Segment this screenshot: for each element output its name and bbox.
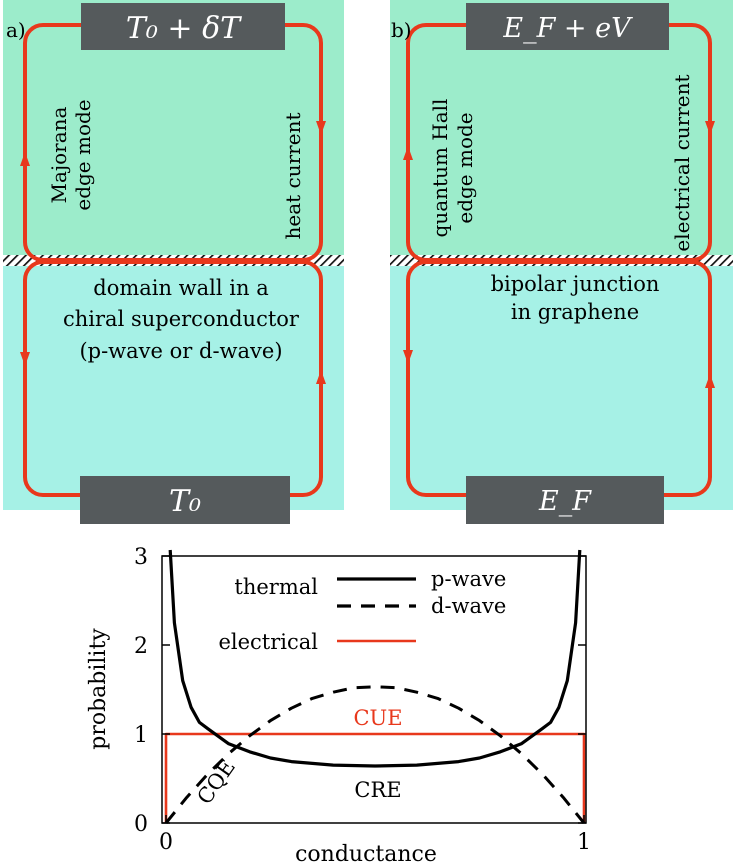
panel-a-junction-line3: (p-wave or d-wave) xyxy=(79,339,282,363)
panel-a-arrow-down-icon xyxy=(20,352,30,366)
y-axis-label: probability xyxy=(86,628,111,750)
panel-b-lower-region xyxy=(390,264,733,510)
panel-a-bottom-reservoir-label: T₀ xyxy=(169,484,201,519)
series-line-p-wave xyxy=(168,549,582,768)
panel-a-arrow-down-icon xyxy=(316,121,326,135)
panel-a-arrow-up-icon xyxy=(20,152,30,166)
panel-b-arrow-up-icon xyxy=(705,374,715,388)
panel-b-arrow-down-icon xyxy=(403,350,413,364)
panel-b-current-label: electrical current xyxy=(670,74,694,251)
y-tick-label: 0 xyxy=(134,812,148,837)
panel-a-current-label: heat current xyxy=(281,113,305,240)
y-tick-label: 2 xyxy=(134,634,148,659)
annotation-cre: CRE xyxy=(354,778,401,802)
y-tick-label: 1 xyxy=(134,723,148,748)
x-tick-label: 0 xyxy=(159,830,173,855)
panel-b-top-reservoir-label: E_F + eV xyxy=(502,13,633,44)
legend-d-wave-label: d-wave xyxy=(431,594,506,618)
panel-a-bottom-reservoir xyxy=(80,476,290,524)
panel-b-arrow-down-icon xyxy=(705,121,715,135)
panel-b-mode-label-line1: quantum Hall xyxy=(428,99,452,238)
panel-a-top-reservoir-label: T₀ + δT xyxy=(126,11,242,46)
annotation-cue: CUE xyxy=(353,706,402,730)
x-axis-label: conductance xyxy=(295,842,437,865)
chart-ticks: 0 1 2 3 0 1 xyxy=(134,545,591,855)
panel-b: E_F + eV E_F b) quantum Hall edge mode e… xyxy=(390,0,733,524)
panel-a-mode-label-line1: Majorana xyxy=(47,106,71,203)
panel-b-arrow-up-icon xyxy=(403,146,413,160)
panel-a-label: a) xyxy=(6,18,26,42)
legend-p-wave-label: p-wave xyxy=(431,567,506,591)
panel-b-bottom-reservoir xyxy=(466,476,664,524)
panel-b-junction-line2: in graphene xyxy=(511,300,639,324)
legend-electrical-label: electrical xyxy=(218,630,318,654)
probability-chart: 0 1 2 3 0 1 conductance probability thermal e… xyxy=(86,545,591,865)
panel-b-top-reservoir xyxy=(466,3,669,50)
chart-curves xyxy=(164,549,586,824)
panel-b-label: b) xyxy=(391,18,412,42)
panel-a-junction-line2: chiral superconductor xyxy=(63,307,300,331)
series-line-electrical xyxy=(164,732,586,823)
panel-a-lower-region xyxy=(3,264,344,510)
panel-b-mode-label-line2: edge mode xyxy=(453,112,477,223)
legend-thermal-label: thermal xyxy=(234,575,318,599)
y-tick-label: 3 xyxy=(134,545,148,570)
panel-a-junction-line1: domain wall in a xyxy=(93,276,268,300)
chart-frame xyxy=(161,555,587,824)
panel-b-bottom-reservoir-label: E_F xyxy=(538,486,592,517)
panel-a-arrow-up-icon xyxy=(316,370,326,384)
panel-a-mode-label-line2: edge mode xyxy=(71,99,95,210)
x-tick-label: 1 xyxy=(577,830,591,855)
panel-a-top-reservoir xyxy=(81,3,285,50)
panel-b-junction-line1: bipolar junction xyxy=(491,272,660,296)
panel-a: T₀ + δT T₀ a) Majorana edge mode heat cu… xyxy=(3,0,344,524)
